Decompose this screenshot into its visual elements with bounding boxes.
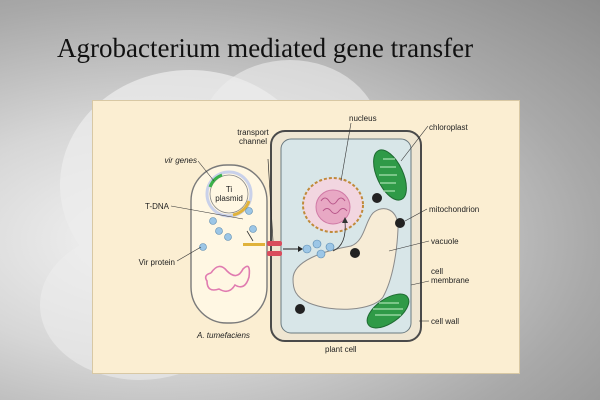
vir-protein [224,233,232,241]
label-nucleus: nucleus [349,114,377,123]
label-chloroplast: chloroplast [429,123,468,132]
transfer-arrow-head [298,246,303,252]
t-dna-complex-vesicle [316,249,326,259]
mitochondrion [395,218,405,228]
label-cell-wall: cell wall [431,317,460,326]
chloroplast-pointer [400,125,429,162]
t-dna-complex-vesicle [302,244,312,254]
t-dna-arrow [246,230,254,242]
vir-protein [245,207,253,215]
transport-channel [267,251,282,256]
label-vacuole: vacuole [431,237,459,246]
label-vir-protein: Vir protein [138,258,175,267]
t-dna-path-to-nucleus [332,220,346,252]
label-mitochondrion: mitochondrion [429,205,480,214]
label-a-tumefaciens: A. tumefaciens [197,331,250,340]
label-ti-plasmid: Ti plasmid [215,185,243,203]
t-dna-strand [243,243,265,246]
vir-protein [215,227,223,235]
diagram-illustration [170,122,430,342]
vir-genes-pointer [197,160,215,182]
vir-protein [249,225,257,233]
transport-channel [267,241,282,246]
label-t-dna: T-DNA [145,202,169,211]
vacuole-pointer [388,240,430,252]
chloroplast-grana [373,302,403,316]
chloroplast-grana [379,158,397,192]
vir-protein-pointer [176,246,202,262]
mitochondrion [372,193,382,203]
mitochondrion [295,304,305,314]
ti-plasmid-inner [209,174,249,214]
label-transport-channel: transport channel [237,128,269,146]
slide-title: Agrobacterium mediated gene transfer [57,33,474,63]
t-dna-complex-vesicle [312,239,322,249]
vir-genes-segment [208,173,223,188]
vir-protein [199,243,207,251]
bacterial-chromosome [204,265,251,293]
vacuole [292,208,399,310]
label-plant-cell: plant cell [325,345,357,354]
label-cell-membrane: cell membrane [431,267,470,285]
transport-channel-pointer [267,158,274,242]
mitochondrion-pointer [404,208,428,222]
label-vir-genes: vir genes [164,156,197,165]
t-dna-path-arrow-head [342,217,348,223]
t-dna-segment [232,200,251,217]
ti-plasmid [205,170,253,218]
nucleus-pointer [340,122,352,182]
t-dna-pointer [170,205,244,220]
gene-transfer-diagram: transport channel nucleus chloroplast vi… [92,100,520,374]
vir-protein [209,217,217,225]
t-dna-complex-vesicle [325,242,335,252]
mitochondrion [350,248,360,258]
chromatin [320,197,348,214]
cell-membrane-pointer [410,280,430,286]
